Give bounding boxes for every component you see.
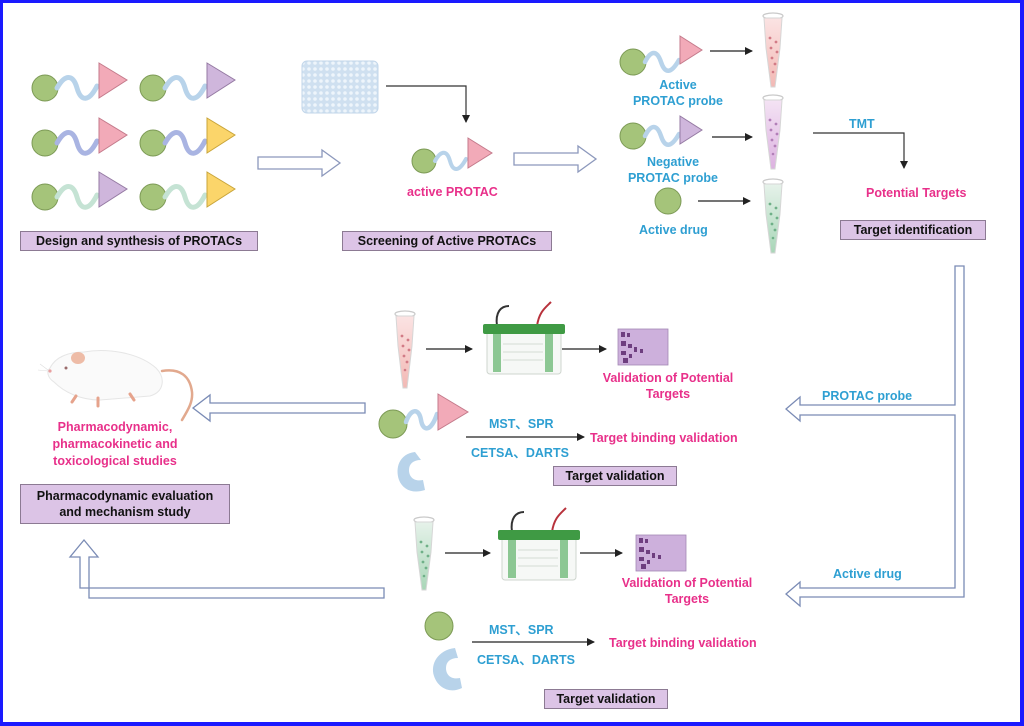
methods-cetsa-darts: CETSA、DARTS: [471, 446, 569, 460]
protac-molecule-icon: [139, 62, 236, 102]
well-plate-icon: [301, 60, 379, 114]
to-final-box-hollow-arrow: [68, 538, 385, 599]
studies-caption: Pharmacodynamic, pharmacokinetic and tox…: [20, 419, 210, 470]
protac-library: [31, 62, 236, 211]
active-protac-molecule-icon: [411, 137, 493, 174]
box-line: Pharmacodynamic evaluation: [36, 489, 214, 503]
stage-label-target-validation: Target validation: [553, 466, 677, 486]
methods-mst-spr: MST、SPR: [489, 417, 554, 431]
rat-icon: [37, 350, 194, 422]
protac-molecule-icon: [31, 171, 128, 211]
protac-molecule-icon: [31, 62, 128, 102]
stage-label-pharmacodynamic-evaluation: Pharmacodynamic evaluation and mechanism…: [20, 484, 230, 524]
branch-label-protac-probe: PROTAC probe: [822, 389, 913, 403]
caption-line: PROTAC probe: [627, 171, 719, 185]
stage-label-design-synthesis: Design and synthesis of PROTACs: [20, 231, 258, 251]
box-line: and mechanism study: [59, 505, 191, 519]
active-drug-icon: [654, 187, 682, 215]
caption-line: Active: [659, 78, 697, 92]
sample-tube-pink-icon: [762, 12, 784, 88]
protac-probe-binding-icon: [378, 393, 469, 492]
sample-tube-green-icon: [413, 516, 435, 591]
negative-protac-probe-icon: [619, 115, 703, 150]
caption-line: toxicological studies: [53, 454, 177, 468]
protac-molecule-icon: [139, 171, 236, 211]
western-blot-icon: [635, 534, 687, 572]
stage-label-target-identification: Target identification: [840, 220, 986, 240]
target-binding-validation-caption: Target binding validation: [590, 431, 738, 445]
protac-molecule-icon: [139, 117, 236, 157]
negative-protac-probe-caption: Negative PROTAC probe: [618, 154, 728, 186]
caption-line: Targets: [645, 387, 691, 401]
sample-tube-pink-icon: [394, 310, 416, 389]
validation-potential-targets-caption: Validation of Potential Targets: [588, 370, 748, 402]
caption-line: Negative: [646, 155, 700, 169]
caption-line: PROTAC probe: [632, 94, 724, 108]
western-blot-icon: [617, 328, 669, 366]
validation-potential-targets-caption: Validation of Potential Targets: [607, 575, 767, 607]
to-studies-hollow-arrow: [191, 393, 366, 423]
branch-hollow-arrow: [785, 265, 965, 608]
active-protac-probe-caption: Active PROTAC probe: [623, 77, 733, 109]
methods-mst-spr: MST、SPR: [489, 623, 554, 637]
caption-line: pharmacokinetic and: [52, 437, 178, 451]
stage-label-target-validation: Target validation: [544, 689, 668, 709]
gel-electrophoresis-icon: [498, 507, 580, 581]
gel-electrophoresis-icon: [483, 301, 565, 375]
active-drug-caption: Active drug: [639, 223, 708, 237]
stage-label-screening: Screening of Active PROTACs: [342, 231, 552, 251]
caption-line: Validation of Potential: [602, 371, 734, 385]
target-binding-validation-caption: Target binding validation: [609, 636, 757, 650]
protac-molecule-icon: [31, 117, 128, 157]
sample-tube-purple-icon: [762, 94, 784, 170]
stage1-to-stage2-arrow: [257, 148, 342, 178]
tmt-connector: [813, 132, 908, 169]
active-protac-probe-icon: [619, 35, 703, 76]
methods-cetsa-darts: CETSA、DARTS: [477, 653, 575, 667]
tmt-label: TMT: [849, 117, 875, 131]
caption-line: Targets: [664, 592, 710, 606]
caption-line: Pharmacodynamic,: [57, 420, 173, 434]
potential-targets-label: Potential Targets: [866, 186, 967, 200]
caption-line: Validation of Potential: [621, 576, 753, 590]
plate-to-molecule-connector: [386, 85, 470, 123]
active-drug-binding-icon: [424, 611, 454, 641]
target-protein-icon: [432, 648, 462, 691]
stage2-to-stage3-arrow: [513, 144, 598, 174]
sample-tube-green-icon: [762, 178, 784, 254]
branch-label-active-drug: Active drug: [833, 567, 902, 581]
active-protac-caption: active PROTAC: [407, 185, 498, 199]
